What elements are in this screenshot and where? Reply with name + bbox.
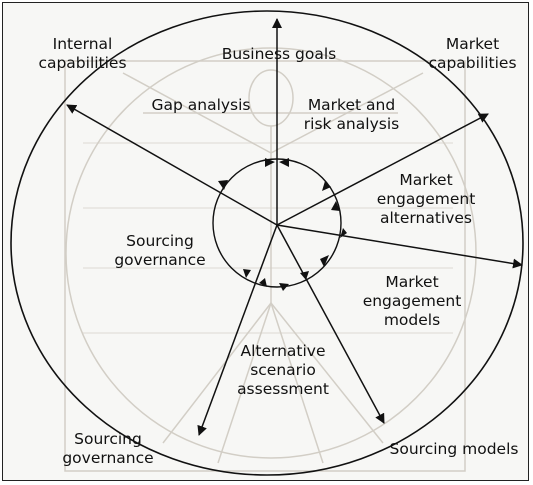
label-market-engagement-alternatives: Market engagement alternatives xyxy=(376,171,476,227)
label-internal-capabilities: Internal capabilities xyxy=(38,35,127,72)
vitruvian-sketch xyxy=(64,47,477,472)
radial-arrows xyxy=(66,18,523,436)
label-sourcing-models: Sourcing models xyxy=(389,440,519,458)
arrow-internal-capabilities xyxy=(66,104,278,226)
label-business-goals: Business goals xyxy=(221,45,337,63)
outer-ellipse xyxy=(10,10,524,476)
arrow-sourcing-governance xyxy=(197,224,278,436)
inner-circle-arrowheads xyxy=(218,158,347,291)
arrow-sourcing-models xyxy=(276,224,385,424)
label-market-engagement-models: Market engagement models xyxy=(362,273,462,329)
label-alternative-scenario-assessment: Alternative scenario assessment xyxy=(237,342,329,398)
label-sourcing-governance-inner: Sourcing governance xyxy=(114,232,206,269)
diagram-canvas xyxy=(10,10,524,476)
label-market-risk-analysis: Market and risk analysis xyxy=(303,96,400,133)
label-gap-analysis: Gap analysis xyxy=(151,96,251,114)
arrow-market-capabilities xyxy=(276,113,489,226)
label-market-capabilities: Market capabilities xyxy=(428,35,517,72)
label-sourcing-governance-outer: Sourcing governance xyxy=(62,430,154,467)
diagram-frame: Business goals Internal capabilities Mar… xyxy=(2,2,529,481)
arrow-market-engagement-models xyxy=(276,224,523,269)
